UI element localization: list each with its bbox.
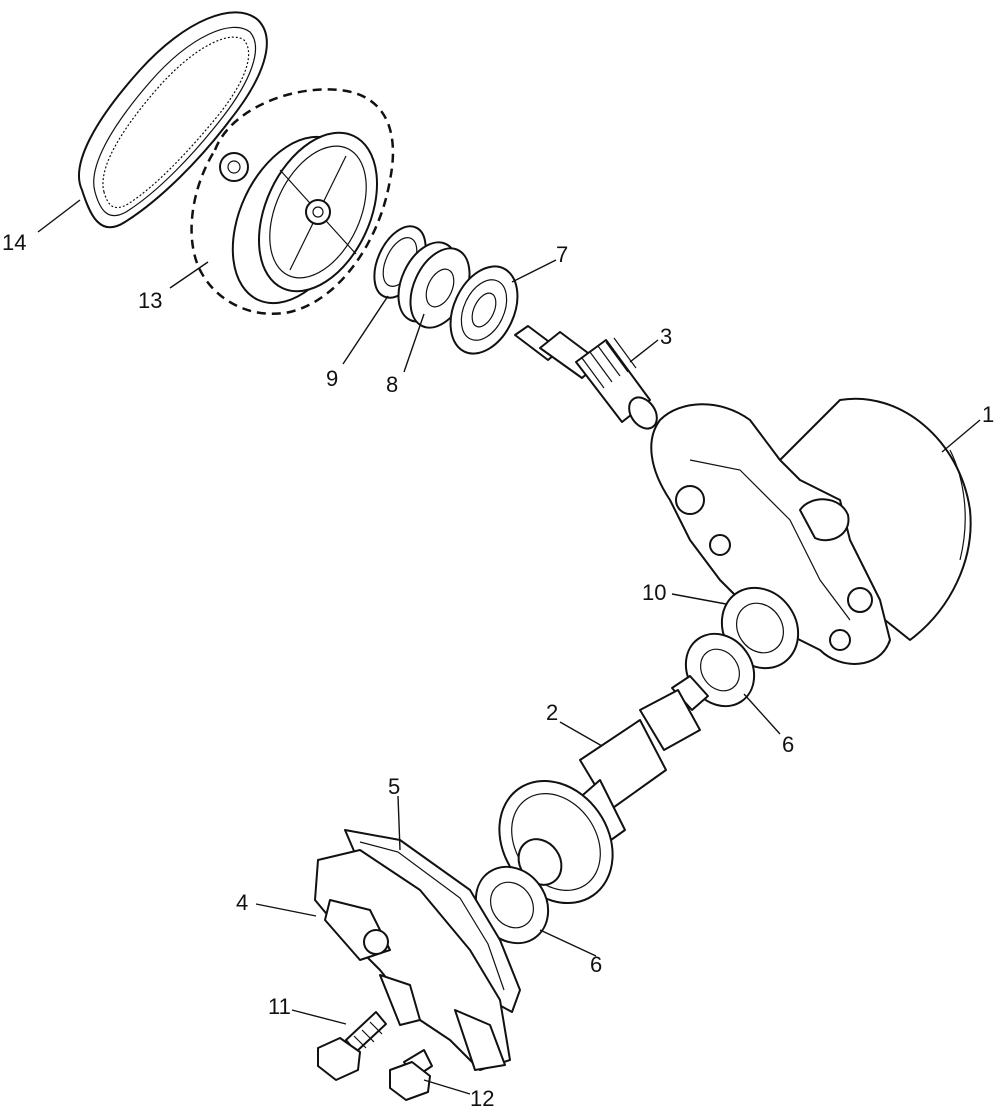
drive-belt bbox=[78, 11, 268, 229]
spacer-sleeve bbox=[397, 241, 471, 329]
leader-lines bbox=[37, 199, 981, 1095]
callout-14: 14 bbox=[2, 230, 26, 255]
timing-pulley bbox=[231, 131, 379, 305]
ball-bearing-shaft-lower bbox=[474, 865, 550, 945]
callout-12: 12 bbox=[470, 1086, 494, 1111]
callout-11: 11 bbox=[268, 994, 291, 1019]
pulley-assembly bbox=[190, 88, 395, 315]
callout-1: 1 bbox=[982, 402, 994, 427]
callout-13: 13 bbox=[138, 288, 162, 313]
callout-5: 5 bbox=[388, 774, 400, 799]
circlip bbox=[219, 152, 249, 182]
callout-7: 7 bbox=[556, 242, 568, 267]
worm-shaft bbox=[514, 325, 658, 430]
bolt bbox=[317, 1011, 387, 1081]
callout-4: 4 bbox=[236, 890, 248, 915]
callout-2: 2 bbox=[546, 700, 558, 725]
ball-bearing-upper bbox=[449, 265, 519, 355]
callout-6-upper: 6 bbox=[782, 732, 794, 757]
lower-cover bbox=[314, 849, 511, 1071]
motor-gear-housing bbox=[650, 397, 972, 665]
output-shaft bbox=[498, 675, 709, 905]
callout-10: 10 bbox=[642, 580, 666, 605]
callout-9: 9 bbox=[326, 366, 338, 391]
callout-8: 8 bbox=[386, 372, 398, 397]
callout-labels: 14 13 9 8 7 3 1 10 6 2 5 4 6 11 12 bbox=[2, 230, 994, 1111]
short-bolt bbox=[389, 1049, 433, 1101]
callout-3: 3 bbox=[660, 324, 672, 349]
callout-6-lower: 6 bbox=[590, 952, 602, 977]
